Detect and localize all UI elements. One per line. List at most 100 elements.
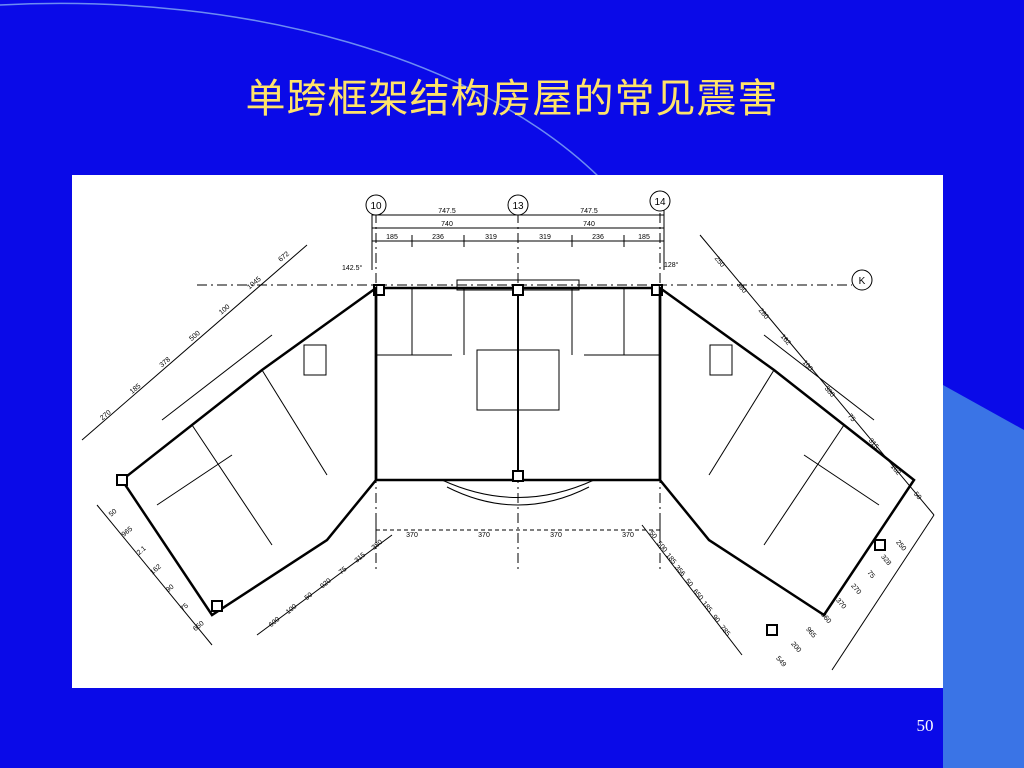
left-wing-partition <box>261 369 328 476</box>
wing-dimension-label: 270 <box>99 409 113 422</box>
wing-dimension-label: 100 <box>285 603 299 616</box>
wing-dimension-label: 250 <box>713 255 726 269</box>
wing-dimension-label: 75 <box>179 602 190 612</box>
wing-dimension-label: 549 <box>774 655 787 669</box>
column <box>211 600 223 612</box>
floor-plan-image: 10 13 14 K 142.5° 128° 747.5 747.5 740 7… <box>72 175 943 688</box>
dim-top-second-right: 740 <box>583 221 595 228</box>
axis-circle-10 <box>365 194 387 216</box>
column <box>116 474 128 486</box>
left-wing-dim <box>81 244 308 441</box>
curved-wall-inner <box>446 486 590 506</box>
dim-top-third: 319 <box>539 234 551 241</box>
wing-dimension-label: 90 <box>710 614 720 625</box>
wing-dimension-label: 650 <box>691 588 704 602</box>
wing-dimension-label: 356 <box>673 564 686 578</box>
axis-label-14: 14 <box>654 197 666 208</box>
left-wing-partition <box>156 454 233 506</box>
wing-dimension-label: 1045 <box>246 276 263 291</box>
wing-dimension-label: 920 <box>319 577 333 590</box>
left-wing-dimension-labels: 6725060010459651001002.15050016292037890… <box>99 251 384 633</box>
wing-dimension-label: 328 <box>879 554 892 568</box>
wing-dimension-label: 378 <box>159 356 173 369</box>
axis-label-10: 10 <box>370 201 382 212</box>
column <box>512 284 524 296</box>
curved-wall <box>441 479 595 498</box>
axis-circle-13 <box>507 194 529 216</box>
wing-dimension-label: 185 <box>129 383 143 396</box>
axis-circle-14 <box>649 190 671 212</box>
right-wing-partition <box>763 424 845 546</box>
floor-plan-drawing: 10 13 14 K 142.5° 128° 747.5 747.5 740 7… <box>81 190 935 671</box>
wing-dimension-label: 280 <box>757 307 770 321</box>
wing-dimension-label: 315 <box>867 437 880 451</box>
right-wing-partition <box>803 454 880 506</box>
wing-dimension-label: 965 <box>804 626 817 640</box>
wing-dimension-label: 200 <box>789 641 802 655</box>
wing-dimension-label: 250 <box>894 539 907 553</box>
dim-bottom: 370 <box>478 532 490 539</box>
wing-dimension-label: 380 <box>735 281 748 295</box>
dim-top-overall-right: 747.5 <box>580 208 598 215</box>
right-wing-partition <box>708 369 775 476</box>
wing-dimension-label: 672 <box>277 251 291 264</box>
wing-dimension-label: 90 <box>165 584 176 594</box>
dim-top-third: 185 <box>386 234 398 241</box>
wing-dimension-label: 380 <box>371 539 385 552</box>
wing-dimension-label: 50 <box>647 530 657 541</box>
left-wing-dim <box>161 334 273 421</box>
wing-dimension-label: 2.1 <box>136 545 148 557</box>
wing-dimension-label: 965 <box>121 526 135 539</box>
left-stair <box>303 344 327 376</box>
wing-dimension-label: 100 <box>218 303 232 316</box>
wing-dimension-label: 50 <box>912 491 922 502</box>
wing-dimension-label: 50 <box>108 508 119 518</box>
column <box>766 624 778 636</box>
core-room <box>476 349 560 411</box>
angle-label-left: 142.5° <box>342 264 363 272</box>
column <box>874 539 886 551</box>
wing-dimension-label: 75 <box>865 570 875 581</box>
right-wing-dim <box>831 514 935 671</box>
right-wing-dimension-labels: 2505054938050020028018596516235686010050… <box>647 255 922 668</box>
wing-dimension-label: 315 <box>354 552 368 565</box>
wing-dimension-label: 380 <box>823 385 836 399</box>
wing-dimension-label: 500 <box>188 330 202 343</box>
dim-top-third: 185 <box>638 234 650 241</box>
wing-dimension-label: 650 <box>192 620 206 633</box>
left-wing-dim <box>256 534 393 636</box>
dim-top-third: 319 <box>485 234 497 241</box>
axis-circle-k <box>851 269 873 291</box>
dim-bottom: 370 <box>622 532 634 539</box>
dim-bottom: 370 <box>406 532 418 539</box>
wing-dimension-label: 50 <box>304 592 315 602</box>
wing-dimension-label: 370 <box>834 597 847 611</box>
left-wing-partition <box>191 424 273 546</box>
decorative-curve <box>0 2 601 179</box>
wing-dimension-label: 75 <box>846 413 856 424</box>
dim-top-third: 236 <box>592 234 604 241</box>
dim-top-third: 236 <box>432 234 444 241</box>
dim-top-second-left: 740 <box>441 221 453 228</box>
wing-dimension-label: 50 <box>683 578 693 589</box>
right-wing-dim <box>641 524 743 656</box>
page-number: 50 <box>916 716 934 735</box>
wing-dimension-label: 185 <box>700 600 713 614</box>
wing-dimension-label: 162 <box>149 563 163 576</box>
left-wing-dim <box>96 504 213 646</box>
wing-dimension-label: 270 <box>849 583 862 597</box>
right-wing-dim <box>699 234 935 516</box>
dim-top-overall-left: 747.5 <box>438 208 456 215</box>
wing-dimension-label: 785 <box>718 624 731 638</box>
decorative-side-shape <box>943 385 1024 768</box>
wing-dimension-label: 162 <box>779 333 792 347</box>
slide-title: 单跨框架结构房屋的常见震害 <box>245 76 779 122</box>
angle-label-right: 128° <box>664 261 679 269</box>
dim-bottom: 370 <box>550 532 562 539</box>
axis-label-13: 13 <box>512 201 524 212</box>
axis-label-k: K <box>859 276 866 287</box>
wing-dimension-label: 75 <box>338 566 349 576</box>
right-stair <box>709 344 733 376</box>
wing-dimension-label: 162 <box>889 463 902 477</box>
